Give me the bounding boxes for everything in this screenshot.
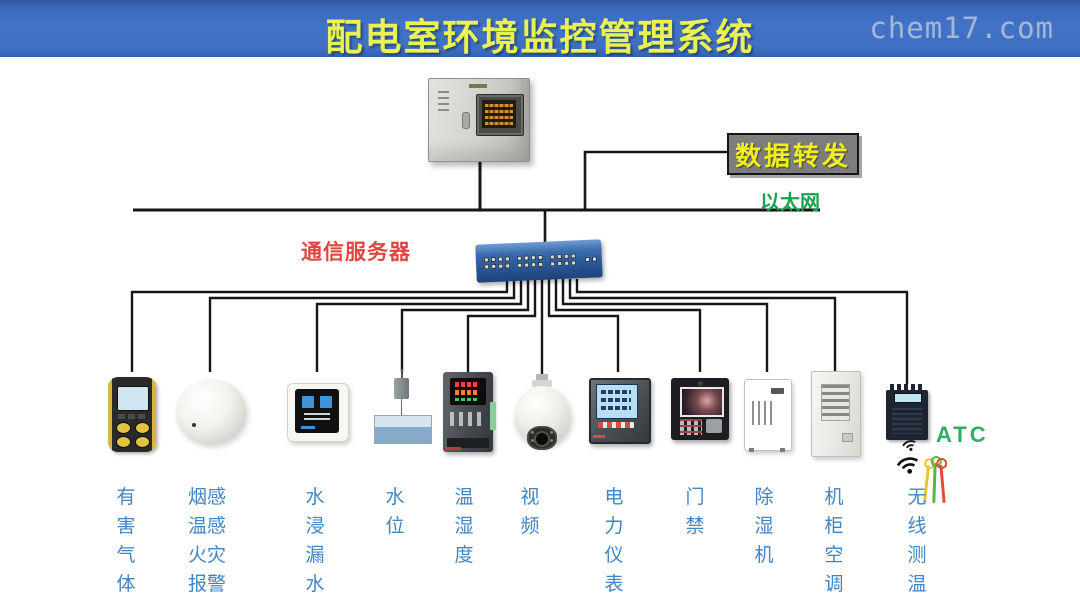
wifi-icon [896,457,919,474]
camera-lens [536,433,548,445]
device-label-water-leak: 水浸漏水 [305,487,325,595]
gas-detector-screen [117,386,149,411]
page-title: 配电室环境监控管理系统 [325,17,755,58]
data-forward-box: 数据转发 [727,133,859,175]
data-forward-wire [583,150,727,210]
device-label-wireless-temp: 无线测温 [907,487,927,595]
dehumidifier-device [744,379,792,452]
device-label-dehumidifier: 除湿机 [754,487,774,566]
door-access-reader [706,419,722,433]
water-level-device [374,369,432,444]
comm-server-label: 通信服务器 [301,241,411,264]
wireless-temp-device [886,384,928,440]
host-logo [469,84,487,88]
device-label-water-level: 水位 [385,487,405,537]
camera-lens-window [527,426,557,450]
door-access-screen [680,387,724,417]
water-leak-panel [295,389,339,433]
watermark-text: chem17.com [869,11,1054,45]
smoke-detector-device [176,379,246,443]
device-label-video: 视频 [520,487,540,537]
network-switch-device [475,239,603,283]
device-label-door-access: 门禁 [685,487,705,537]
device-label-cabinet-ac: 机柜空调 [824,487,844,595]
device-label-fire-alarm: 烟感温感火灾报警 [187,487,226,595]
door-access-device [671,378,729,440]
device-label-temp-humidity: 温湿度 [454,487,474,566]
wireless-temp-screen [894,393,922,403]
host-vent [438,97,449,99]
host-screen-bezel [476,94,524,136]
temp-humidity-display [450,378,486,405]
host-vent [438,91,449,93]
cabinet-ac-device [811,371,861,457]
host-vent [438,109,449,111]
host-vent [438,103,449,105]
ethernet-label: 以太网 [760,192,820,214]
gas-detector-device [108,377,156,453]
data-forward-label: 数据转发 [734,140,851,171]
switch-ports [483,252,598,270]
atc-label: ATC [936,422,989,447]
temp-sensor-tag-red [939,464,946,504]
temp-humidity-device [443,372,496,452]
power-meter-device [589,378,651,444]
power-meter-lcd [596,384,638,419]
title-banner: 配电室环境监控管理系统 chem17.com [0,0,1080,58]
device-label-power-meter: 电力仪表 [604,487,624,595]
temp-sensor-tag-green [932,462,937,504]
video-camera-device [514,374,570,450]
water-tank [374,415,432,444]
door-access-keypad [680,419,702,435]
host-screen [482,100,516,128]
host-handle [462,112,470,129]
monitoring-host-device [428,78,530,162]
water-leak-device [287,383,349,442]
device-label-gas: 有害气体 [116,487,136,595]
wifi-icon [902,440,916,451]
